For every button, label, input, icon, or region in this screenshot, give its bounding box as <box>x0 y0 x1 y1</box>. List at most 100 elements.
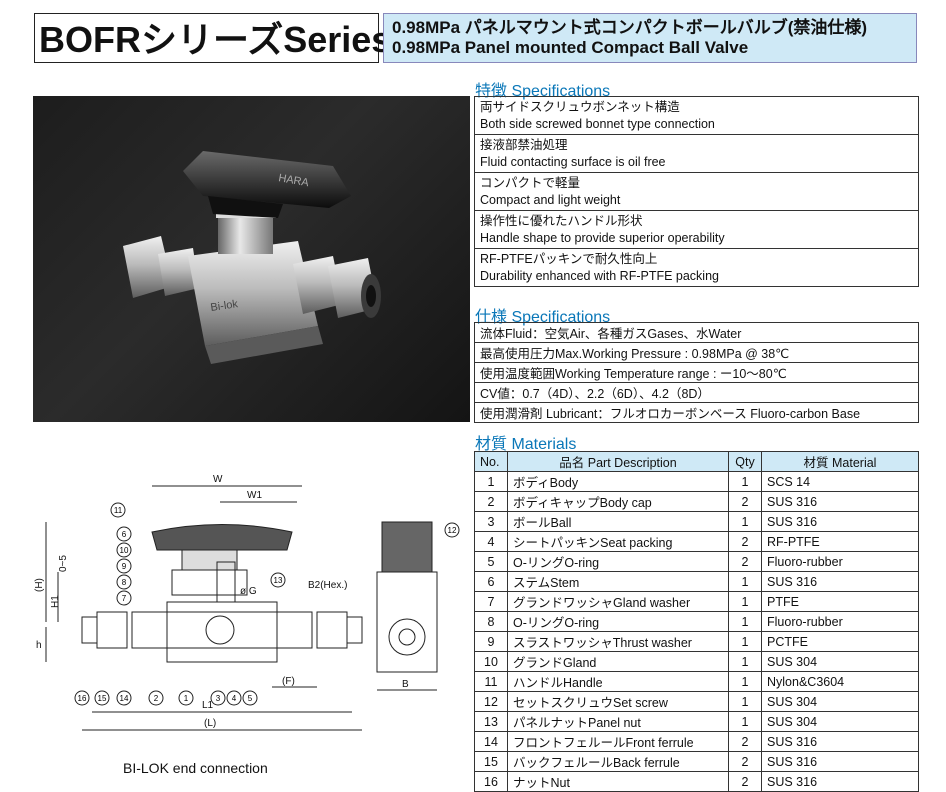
materials-table: No. 品名 Part Description Qty 材質 Material … <box>474 451 919 792</box>
material-cell-part: スラストワッシャThrust washer <box>507 631 729 652</box>
materials-header-row: No. 品名 Part Description Qty 材質 Material <box>474 451 919 472</box>
feature-jp: 操作性に優れたハンドル形状 <box>480 213 643 228</box>
feature-row: 操作性に優れたハンドル形状 Handle shape to provide su… <box>474 210 919 249</box>
material-cell-no: 2 <box>474 491 508 512</box>
col-no: No. <box>474 451 508 472</box>
material-cell-part: ハンドルHandle <box>507 671 729 692</box>
feature-en: Fluid contacting surface is oil free <box>480 154 666 169</box>
feature-row: 両サイドスクリュウボンネット構造 Both side screwed bonne… <box>474 96 919 135</box>
svg-text:12: 12 <box>448 526 457 535</box>
features-table: 両サイドスクリュウボンネット構造 Both side screwed bonne… <box>474 96 919 287</box>
material-cell-no: 13 <box>474 711 508 732</box>
product-photo: HARA Bi-lok <box>33 96 470 422</box>
svg-text:6: 6 <box>122 530 127 539</box>
part-balloon: 15 <box>94 690 110 706</box>
svg-text:11: 11 <box>114 506 123 515</box>
svg-text:2: 2 <box>154 694 159 703</box>
dim-l: (L) <box>204 718 216 729</box>
feature-en: Both side screwed bonnet type connection <box>480 116 715 131</box>
dim-h: (H) <box>34 578 45 592</box>
spec-row: 流体Fluid：空気Air、各種ガスGases、水Water <box>474 322 919 343</box>
material-cell-qty: 2 <box>728 731 762 752</box>
material-cell-qty: 2 <box>728 771 762 792</box>
svg-text:9: 9 <box>122 562 127 571</box>
material-cell-part: ナットNut <box>507 771 729 792</box>
dim-w1: W1 <box>247 490 262 501</box>
material-cell-no: 6 <box>474 571 508 592</box>
subtitle-en: 0.98MPa Panel mounted Compact Ball Valve <box>392 38 749 57</box>
handle-marking: HARA <box>277 172 310 189</box>
material-cell-part: O-リングO-ring <box>507 611 729 632</box>
material-cell-part: ボールBall <box>507 511 729 532</box>
part-balloon: 9 <box>116 558 132 574</box>
part-balloon: 7 <box>116 590 132 606</box>
material-cell-material: RF-PTFE <box>761 531 919 552</box>
material-cell-no: 16 <box>474 771 508 792</box>
material-cell-part: グランドワッシャGland washer <box>507 591 729 612</box>
spec-row: 使用温度範囲Working Temperature range : ー10〜80… <box>474 362 919 383</box>
material-cell-material: Nylon&C3604 <box>761 671 919 692</box>
dimension-drawing: W W1 (H) 0~5 H1 h ø G B2(Hex.) (F) L1 (L… <box>32 462 472 752</box>
material-cell-part: パネルナットPanel nut <box>507 711 729 732</box>
feature-jp: 両サイドスクリュウボンネット構造 <box>480 99 680 114</box>
material-cell-qty: 1 <box>728 611 762 632</box>
material-cell-qty: 1 <box>728 471 762 492</box>
body-marking: Bi-lok <box>210 298 239 314</box>
part-balloon: 10 <box>116 542 132 558</box>
material-cell-part: ボディキャップBody cap <box>507 491 729 512</box>
spec-row: CV値：0.7（4D）、2.2（6D）、4.2（8D） <box>474 382 919 403</box>
material-cell-no: 9 <box>474 631 508 652</box>
material-cell-part: セットスクリュウSet screw <box>507 691 729 712</box>
svg-text:13: 13 <box>274 576 283 585</box>
material-cell-qty: 1 <box>728 591 762 612</box>
svg-text:7: 7 <box>122 594 127 603</box>
part-balloon: 6 <box>116 526 132 542</box>
series-title: BOFRシリーズSeries <box>39 19 392 60</box>
feature-jp: コンパクトで軽量 <box>480 175 581 190</box>
part-balloon: 2 <box>148 690 164 706</box>
material-cell-part: バックフェルールBack ferrule <box>507 751 729 772</box>
specs-heading: 仕様 Specifications <box>475 309 611 326</box>
materials-heading: 材質 Materials <box>475 436 577 453</box>
dim-b2: B2(Hex.) <box>308 580 347 591</box>
spec-row: 使用潤滑剤 Lubricant：フルオロカーボンベース Fluoro-carbo… <box>474 402 919 423</box>
svg-text:8: 8 <box>122 578 127 587</box>
svg-text:3: 3 <box>216 694 221 703</box>
feature-en: Handle shape to provide superior operabi… <box>480 230 725 245</box>
material-cell-material: PTFE <box>761 591 919 612</box>
material-cell-material: SCS 14 <box>761 471 919 492</box>
part-balloon: 14 <box>116 690 132 706</box>
material-cell-part: O-リングO-ring <box>507 551 729 572</box>
svg-text:14: 14 <box>120 694 129 703</box>
material-cell-no: 1 <box>474 471 508 492</box>
feature-jp: RF-PTFEパッキンで耐久性向上 <box>480 251 658 266</box>
material-cell-material: SUS 316 <box>761 511 919 532</box>
feature-en: Durability enhanced with RF-PTFE packing <box>480 268 719 283</box>
svg-text:5: 5 <box>248 694 253 703</box>
material-cell-qty: 2 <box>728 751 762 772</box>
dim-h-small: h <box>36 640 42 651</box>
series-title-box: BOFRシリーズSeries <box>34 13 391 63</box>
svg-text:10: 10 <box>120 546 129 555</box>
material-cell-material: Fluoro-rubber <box>761 551 919 572</box>
material-cell-qty: 1 <box>728 671 762 692</box>
dim-b: B <box>402 679 409 690</box>
part-balloon: 11 <box>110 502 126 518</box>
features-heading: 特徴 Specifications <box>475 83 611 100</box>
svg-text:16: 16 <box>78 694 87 703</box>
part-balloon: 3 <box>210 690 226 706</box>
svg-text:4: 4 <box>232 694 237 703</box>
part-balloon: 4 <box>226 690 242 706</box>
material-cell-qty: 1 <box>728 651 762 672</box>
material-cell-no: 10 <box>474 651 508 672</box>
material-cell-qty: 2 <box>728 491 762 512</box>
